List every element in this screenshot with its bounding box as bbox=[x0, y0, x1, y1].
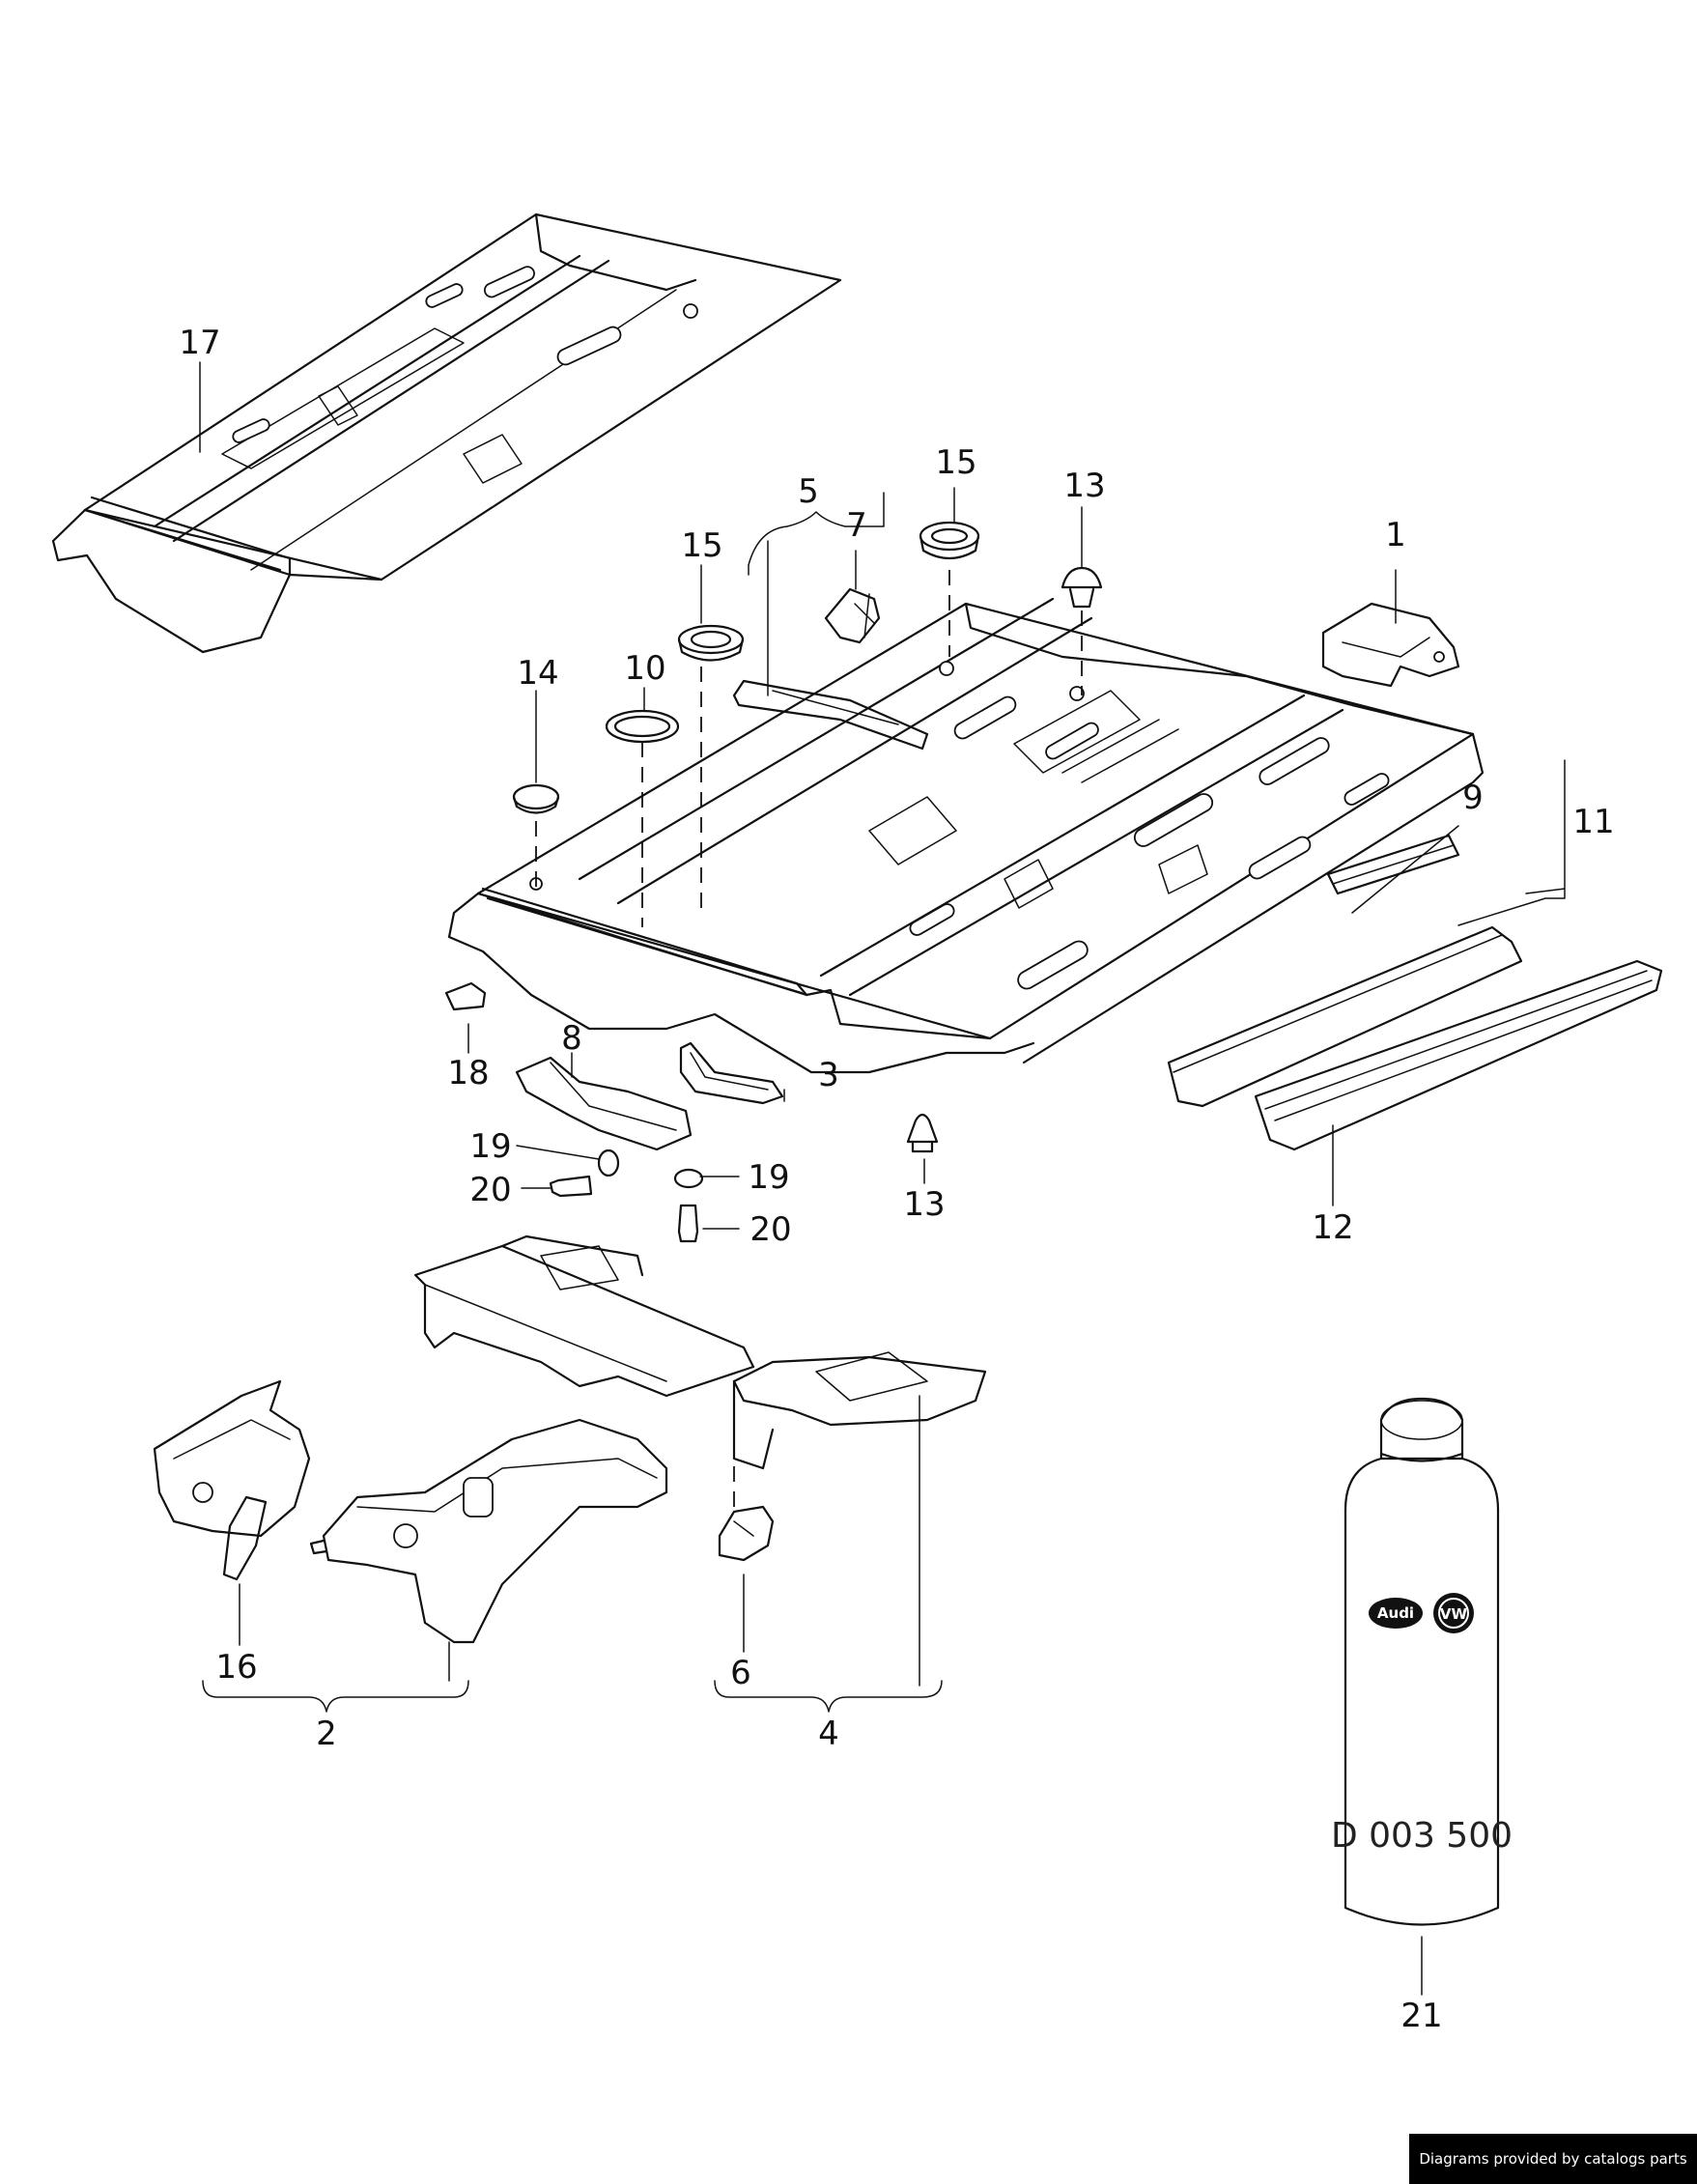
frame-parts-2-4-6-16 bbox=[153, 1234, 987, 1644]
leader-lines bbox=[199, 361, 1566, 1996]
callout-13-bottom: 13 bbox=[903, 1185, 945, 1224]
cross-member-part-5 bbox=[732, 587, 929, 751]
audi-logo-text: Audi bbox=[1377, 1604, 1414, 1622]
bracket-part-1 bbox=[1321, 602, 1460, 688]
callout-1: 1 bbox=[1385, 516, 1406, 554]
callout-3: 3 bbox=[818, 1056, 839, 1094]
vw-logo: VW bbox=[1433, 1593, 1474, 1633]
callout-labels: 17 1 13 15 15 5 7 14 10 9 11 12 13 18 8 … bbox=[179, 324, 1614, 2035]
callout-15-left: 15 bbox=[681, 526, 722, 565]
spray-can-part-21: Audi VW D 003 500 bbox=[1331, 1397, 1513, 1926]
main-floor-pan bbox=[447, 597, 1485, 1074]
callout-5: 5 bbox=[798, 472, 819, 511]
callout-10: 10 bbox=[624, 649, 665, 688]
callout-20-right: 20 bbox=[750, 1210, 791, 1249]
vw-logo-text: VW bbox=[1440, 1605, 1468, 1623]
credit-banner: Diagrams provided by catalogs parts bbox=[1409, 2134, 1697, 2184]
callout-14: 14 bbox=[517, 654, 558, 693]
callout-15-top: 15 bbox=[935, 443, 976, 482]
callout-6: 6 bbox=[730, 1654, 751, 1692]
brackets-parts-3-8 bbox=[515, 1041, 784, 1243]
assembly-lines bbox=[535, 570, 1083, 1507]
grommets-plugs bbox=[444, 521, 1103, 1153]
floor-pan-part-17 bbox=[51, 213, 842, 654]
callout-7: 7 bbox=[846, 506, 867, 545]
callout-20-left: 20 bbox=[469, 1171, 511, 1209]
callout-13-top: 13 bbox=[1063, 467, 1105, 505]
callout-4: 4 bbox=[818, 1715, 839, 1753]
callout-12: 12 bbox=[1312, 1208, 1353, 1247]
callout-17: 17 bbox=[179, 324, 220, 362]
callout-8: 8 bbox=[561, 1019, 582, 1058]
callout-18: 18 bbox=[447, 1054, 489, 1092]
callout-9: 9 bbox=[1462, 779, 1484, 817]
callout-21: 21 bbox=[1400, 1997, 1442, 2035]
callout-19-left: 19 bbox=[469, 1127, 511, 1166]
callout-11: 11 bbox=[1572, 803, 1614, 841]
can-part-code: D 003 500 bbox=[1331, 1816, 1513, 1856]
callout-16: 16 bbox=[215, 1648, 257, 1687]
sill-panels-parts-9-11-12 bbox=[1167, 834, 1663, 1151]
callout-19-right: 19 bbox=[748, 1158, 789, 1197]
callout-2: 2 bbox=[316, 1715, 337, 1753]
audi-logo: Audi bbox=[1369, 1598, 1423, 1629]
